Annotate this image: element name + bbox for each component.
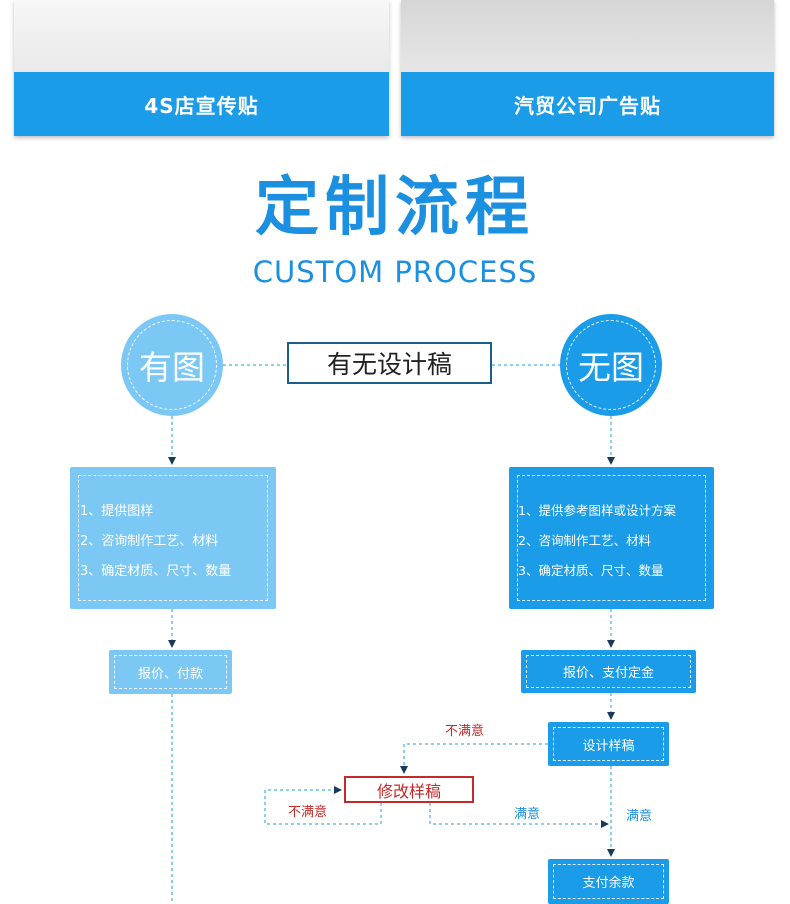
product-photo — [14, 0, 389, 72]
section-subtitle: CUSTOM PROCESS — [252, 255, 538, 289]
satisfied-label: 满意 — [514, 807, 541, 822]
product-card-label: 汽贸公司广告贴 — [401, 72, 774, 136]
right-requirements-box: 1、提供参考图样或设计方案 2、咨询制作工艺、材料 3、确定材质、尺寸、数量 — [509, 467, 714, 609]
pay-balance-step: 支付余款 — [548, 859, 669, 904]
satisfied-label: 满意 — [626, 809, 653, 824]
step-label: 报价、付款 — [137, 666, 203, 682]
has-design-label: 有图 — [139, 348, 205, 387]
unsatisfied-label: 不满意 — [288, 805, 328, 820]
unsatisfied-label: 不满意 — [445, 724, 485, 739]
requirement-item: 2、咨询制作工艺、材料 — [518, 533, 651, 548]
dashed-frame — [78, 475, 268, 601]
design-draft-step: 设计样稿 — [548, 722, 669, 766]
product-card-label: 4S店宣传贴 — [14, 72, 389, 136]
product-card-dealer: 汽贸公司广告贴 — [401, 0, 774, 136]
requirement-item: 3、确定材质、尺寸、数量 — [518, 563, 664, 578]
no-design-label: 无图 — [578, 348, 644, 387]
revise-draft-step: 修改样稿 — [344, 776, 474, 803]
product-photo — [401, 0, 774, 72]
quote-payment-step: 报价、付款 — [109, 650, 232, 694]
has-design-circle: 有图 — [121, 314, 223, 416]
step-label: 报价、支付定金 — [562, 666, 654, 681]
requirement-item: 2、咨询制作工艺、材料 — [80, 534, 219, 549]
requirement-item: 1、提供图样 — [80, 504, 154, 519]
left-requirements-box: 1、提供图样 2、咨询制作工艺、材料 3、确定材质、尺寸、数量 — [70, 467, 276, 609]
step-label: 设计样稿 — [582, 738, 635, 754]
design-question-box: 有无设计稿 — [287, 342, 492, 384]
requirement-item: 3、确定材质、尺寸、数量 — [80, 564, 232, 579]
no-design-circle: 无图 — [560, 314, 662, 416]
quote-deposit-step: 报价、支付定金 — [521, 650, 696, 693]
dashed-frame — [517, 475, 706, 601]
step-label: 支付余款 — [582, 876, 635, 891]
section-title: 定制流程 — [255, 171, 535, 245]
product-card-4s: 4S店宣传贴 — [14, 0, 389, 136]
requirement-item: 1、提供参考图样或设计方案 — [518, 503, 676, 518]
